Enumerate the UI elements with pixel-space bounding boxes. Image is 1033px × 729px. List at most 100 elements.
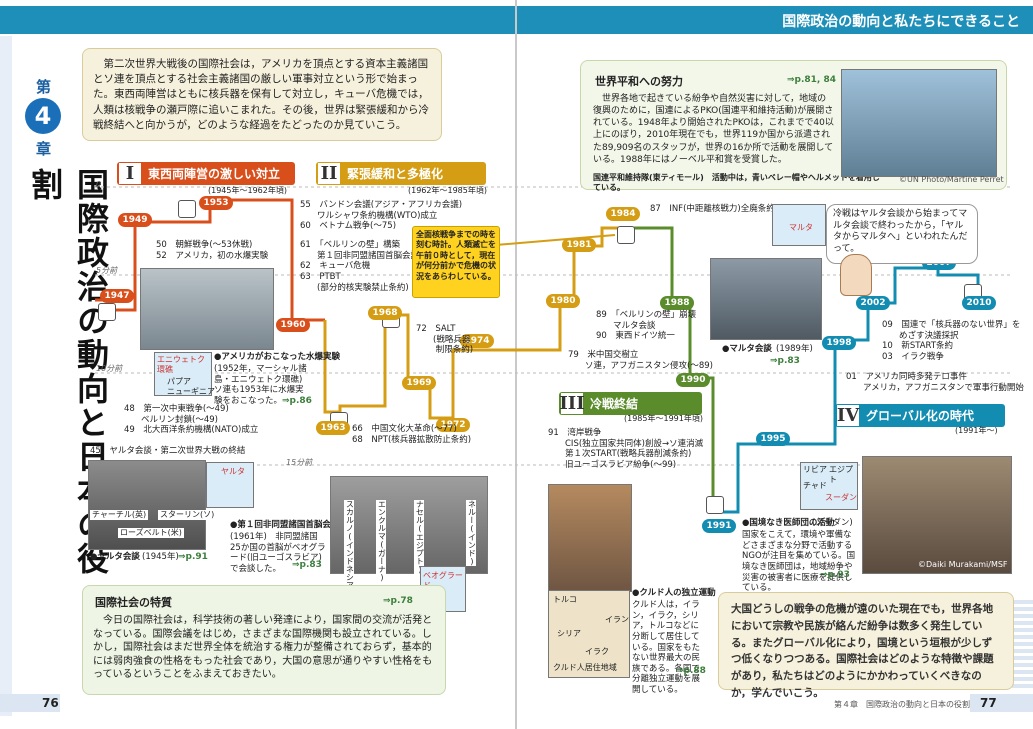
era-number: II: [318, 163, 340, 184]
kurd-body: クルド人は，イラン，イラク，シリア，トルコなどに分断して居住している。国家をもた…: [632, 600, 701, 695]
student-avatar: [840, 254, 872, 296]
map-label: チャド: [803, 481, 827, 490]
social-title: 国際社会の特質: [95, 596, 172, 609]
map-label: シリア: [557, 629, 581, 638]
year-badge: 1949: [118, 213, 152, 227]
h-bomb-body: (1952年，マーシャル諸島・エニウェトク環礁) ソ連も1953年に水爆実験をお…: [214, 364, 311, 406]
malta-year: (1989年): [776, 344, 813, 354]
world-title: 世界平和への努力: [595, 75, 683, 88]
year-badge: 1990: [676, 373, 710, 387]
yalta-name: スターリン(ソ): [158, 510, 217, 521]
map-label: エニウェトク環礁: [157, 355, 205, 375]
msf-title: ●国境なき医師団の活動: [742, 518, 835, 528]
era-title: 冷戦終結: [590, 397, 639, 411]
h-bomb-title: ●アメリカがおこなった水爆実験: [214, 352, 340, 362]
clock-icon: [617, 226, 635, 244]
left-stripe: [0, 36, 12, 716]
social-body: 今日の国際社会は，科学技術の著しい発達により，国家間の交流が活発となっている。国…: [93, 615, 433, 680]
yalta-map: ヤルタ: [206, 462, 254, 508]
msf-credit: ©Daiki Murakami/MSF: [918, 560, 1008, 569]
era-header-2: II 緊張緩和と多極化: [316, 162, 486, 185]
kurd-map: トルコ イラン シリア イラク クルド人居住地域: [548, 590, 630, 678]
year-badge: 1995: [756, 432, 790, 446]
clock-callout: 全面核戦争までの時を刻む時計。人類滅亡を午前０時として，現在が何分前かで危機の状…: [412, 226, 500, 298]
page-number-right: 77: [980, 696, 997, 710]
event-text: 87 INF(中距離核戦力)全廃条約: [650, 204, 775, 214]
era-number: IV: [836, 405, 860, 426]
year-badge: 1988: [660, 296, 694, 310]
chapter-suffix: 章: [36, 140, 52, 158]
social-box: 国際社会の特質 ⇒p.78 今日の国際社会は，科学技術の著しい発達により，国家間…: [82, 585, 446, 695]
world-body: 世界各地で起きている紛争や自然災害に対して，地域の復興のために，国連によるPKO…: [593, 94, 834, 165]
event-text: 61 「ベルリンの壁」構築 第１回非同盟諸国首脳会議 62 キューバ危機 63 …: [300, 240, 420, 293]
world-caption: 国連平和維持隊(東ティモール) 活動中は，青いベレー帽やヘルメットを着用している…: [593, 173, 880, 193]
year-badge: 1980: [546, 294, 580, 308]
event-text: 50 朝鮮戦争(〜53休戦) 52 アメリカ，初の水爆実験: [156, 240, 269, 261]
era-range: (1962年〜1985年頃): [408, 186, 487, 195]
h-bomb-photo: [140, 268, 274, 350]
nam-name: ネルー(インド): [466, 500, 477, 566]
nam-name: エンクルマ(ガーナ): [376, 500, 387, 582]
nam-title: ●第１回非同盟諸国首脳会議: [230, 520, 340, 530]
event-text: 55 バンドン会議(アジア・アフリカ会議) ワルシャワ条約機構(WTO)成立 6…: [300, 200, 463, 232]
msf-ref: ⇒p.93: [820, 570, 850, 580]
era-title: グローバル化の時代: [866, 409, 974, 423]
page-number-left: 76: [42, 696, 59, 710]
map-label: イラン: [605, 615, 629, 624]
era-header-1: I 東西両陣営の激しい対立: [117, 162, 295, 185]
event-text: 79 米中国交樹立 ソ連，アフガニスタン侵攻(〜89): [568, 350, 713, 371]
header-bar: [517, 6, 1033, 34]
year-badge: 1972: [436, 418, 470, 432]
map-label: イラク: [585, 647, 609, 656]
chapter-prefix: 第: [36, 78, 52, 96]
event-text: 01 アメリカ同時多発テロ事件 アメリカ，アフガニスタンで軍事行動開始: [846, 372, 1024, 393]
kurd-photo: [548, 484, 632, 592]
era-number: III: [559, 393, 585, 414]
year-badge: 1991: [702, 519, 736, 533]
nam-photo: [330, 476, 488, 574]
year-badge: 1968: [368, 306, 402, 320]
era-title: 緊張緩和と多極化: [347, 167, 444, 181]
world-peace-box: 世界平和への努力 ⇒p.81, 84 世界各地で起きている紛争や自然災害に対して…: [580, 60, 1007, 192]
map-legend: クルド人居住地域: [553, 663, 617, 672]
msf-place: (スーダン): [812, 518, 853, 528]
event-text: 66 中国文化大革命(〜77) 68 NPT(核兵器拡散防止条約): [352, 424, 472, 445]
event-text: 45 ヤルタ会談・第二次世界大戦の終結: [90, 446, 246, 456]
era-title: 東西両陣営の激しい対立: [148, 167, 281, 181]
era-range: (1945年〜1962年頃): [208, 186, 287, 195]
map-label: エジプト: [829, 465, 853, 485]
clock-icon: [706, 496, 724, 514]
kurd-ref: ⇒p.88: [676, 666, 706, 676]
nam-ref: ⇒p.83: [292, 560, 322, 570]
year-badge: 1984: [606, 207, 640, 221]
nam-name: ナセル(エジプト): [414, 500, 425, 574]
footer-chapter: 第４章 国際政治の動向と日本の役割: [834, 700, 970, 709]
yalta-caption: ●ヤルタ会談: [90, 552, 140, 562]
year-badge: 1998: [822, 336, 856, 350]
year-badge: 1981: [562, 238, 596, 252]
malta-photo: [710, 258, 822, 340]
header-title: 国際政治の動向と私たちにできること: [782, 14, 1020, 30]
event-text: 91 湾岸戦争 CIS(独立国家共同体)創設→ソ連消滅 第１次START(戦略兵…: [548, 428, 704, 470]
year-badge: 1960: [276, 318, 310, 332]
clock-five: 5分前: [96, 266, 118, 275]
year-badge: 1953: [199, 196, 233, 210]
map-label: マルタ: [789, 223, 813, 232]
event-text: 09 国連で「核兵器のない世界」を めざす決議採択 10 新START条約 03…: [882, 320, 1021, 362]
malta-map: マルタ: [772, 204, 826, 246]
year-badge: 1969: [402, 376, 436, 390]
malta-caption: ●マルタ会談: [722, 344, 772, 354]
year-badge: 2002: [856, 296, 890, 310]
intro-box: 第二次世界大戦後の国際社会は，アメリカを頂点とする資本主義諸国とソ連を頂点とする…: [82, 48, 442, 141]
chapter-number: 4: [25, 98, 61, 134]
era-header-4: IV グローバル化の時代: [835, 404, 1005, 427]
map-label: パプア ニューギニア: [167, 377, 215, 397]
event-text: 72 SALT (戦略兵器 制限条約): [416, 324, 474, 356]
era-header-3: III 冷戦終結: [559, 392, 702, 415]
msf-body: 国家をこえて，環境や軍備などさまざまな分野で活動するNGOが注目を集めている。国…: [742, 530, 856, 594]
year-badge: 1947: [100, 289, 134, 303]
clock-fifteen: 15分前: [286, 458, 313, 467]
year-badge: 1974: [460, 334, 494, 348]
clock-zero: 0: [96, 180, 102, 189]
msf-photo: [862, 456, 1012, 574]
